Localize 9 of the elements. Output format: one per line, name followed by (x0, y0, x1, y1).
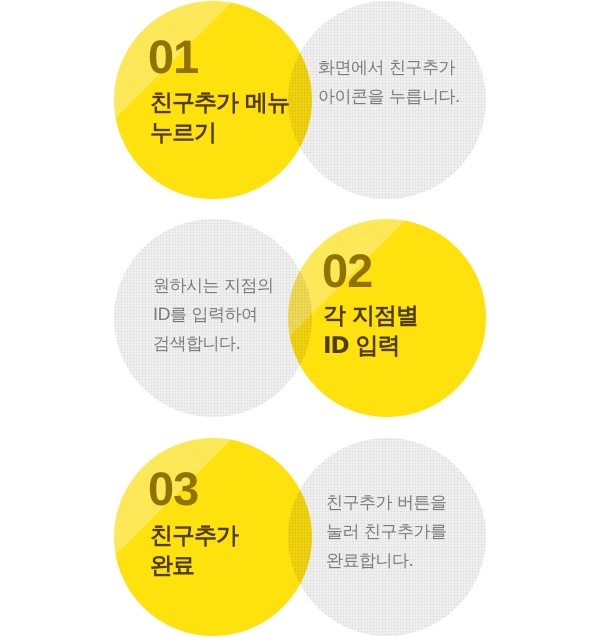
step-number: 03 (148, 463, 198, 515)
step-description: 화면에서 친구추가 아이콘을 누릅니다. (318, 57, 461, 109)
step-title: 각 지점별 ID 입력 (323, 302, 420, 361)
step-title: 친구추가 완료 (150, 522, 240, 581)
step-title: 친구추가 메뉴 누르기 (150, 89, 290, 148)
step-number: 02 (322, 245, 372, 297)
step-description: 원하시는 지점의 ID를 입력하여 검색합니다. (153, 275, 274, 356)
step-description: 친구추가 버튼을 눌러 친구추가를 완료합니다. (326, 492, 448, 573)
step-number: 01 (148, 31, 198, 83)
